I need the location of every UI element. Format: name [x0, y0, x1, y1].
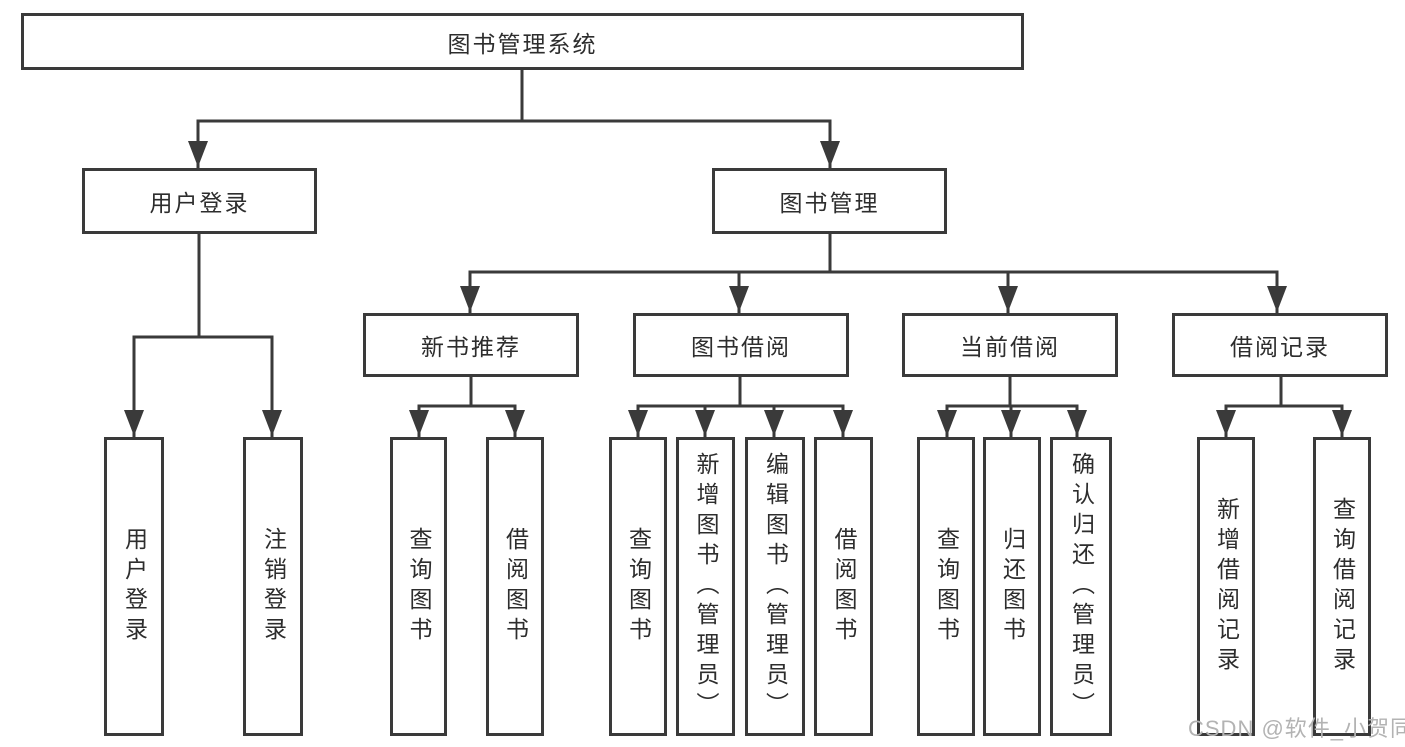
node-user-login: 用户登录 [82, 168, 317, 234]
node-label: 图书管理系统 [447, 30, 598, 57]
node-label: 图书管理 [779, 190, 880, 216]
leaf-borrow-books-recommend: 借阅图书 [486, 437, 544, 736]
node-label: 当前借阅 [960, 334, 1060, 360]
leaf-label: 借阅图书 [831, 526, 857, 647]
csdn-watermark: CSDN @软件_小贺同学 [1188, 716, 1405, 741]
node-library-management-system: 图书管理系统 [21, 13, 1024, 70]
leaf-query-borrow-record: 查询借阅记录 [1313, 437, 1371, 736]
leaf-label: 用户登录 [121, 526, 148, 647]
node-book-management: 图书管理 [712, 168, 947, 234]
node-new-book-recommendation: 新书推荐 [363, 313, 579, 377]
leaf-borrow-books-borrowing: 借阅图书 [814, 437, 873, 736]
node-label: 借阅记录 [1230, 334, 1330, 360]
leaf-label: 借阅图书 [502, 526, 529, 647]
leaf-query-books-borrowing: 查询图书 [609, 437, 667, 736]
leaf-confirm-return-admin: 确认归还（管理员） [1050, 437, 1112, 736]
leaf-label: 编辑图书（管理员） [762, 451, 789, 722]
leaf-label: 查询图书 [933, 526, 960, 647]
node-label: 新书推荐 [421, 334, 521, 360]
leaf-label: 注销登录 [260, 526, 287, 647]
leaf-label: 新增图书（管理员） [693, 451, 719, 722]
node-label: 图书借阅 [691, 334, 791, 360]
leaf-return-books: 归还图书 [983, 437, 1041, 736]
node-book-borrowing: 图书借阅 [633, 313, 849, 377]
leaf-label: 查询图书 [625, 526, 652, 647]
leaf-query-books-recommend: 查询图书 [390, 437, 447, 736]
node-label: 用户登录 [149, 190, 250, 216]
leaf-label: 新增借阅记录 [1213, 496, 1240, 677]
node-current-borrowing: 当前借阅 [902, 313, 1118, 377]
leaf-label: 查询借阅记录 [1329, 496, 1356, 677]
leaf-user-login: 用户登录 [104, 437, 164, 736]
leaf-query-books-current: 查询图书 [917, 437, 975, 736]
leaf-label: 确认归还（管理员） [1068, 451, 1095, 722]
leaf-add-book-admin: 新增图书（管理员） [676, 437, 735, 736]
leaf-label: 查询图书 [406, 526, 432, 647]
node-borrowing-records: 借阅记录 [1172, 313, 1388, 377]
leaf-add-borrow-record: 新增借阅记录 [1197, 437, 1255, 736]
leaf-logout: 注销登录 [243, 437, 303, 736]
leaf-edit-book-admin: 编辑图书（管理员） [745, 437, 805, 736]
leaf-label: 归还图书 [999, 526, 1026, 647]
